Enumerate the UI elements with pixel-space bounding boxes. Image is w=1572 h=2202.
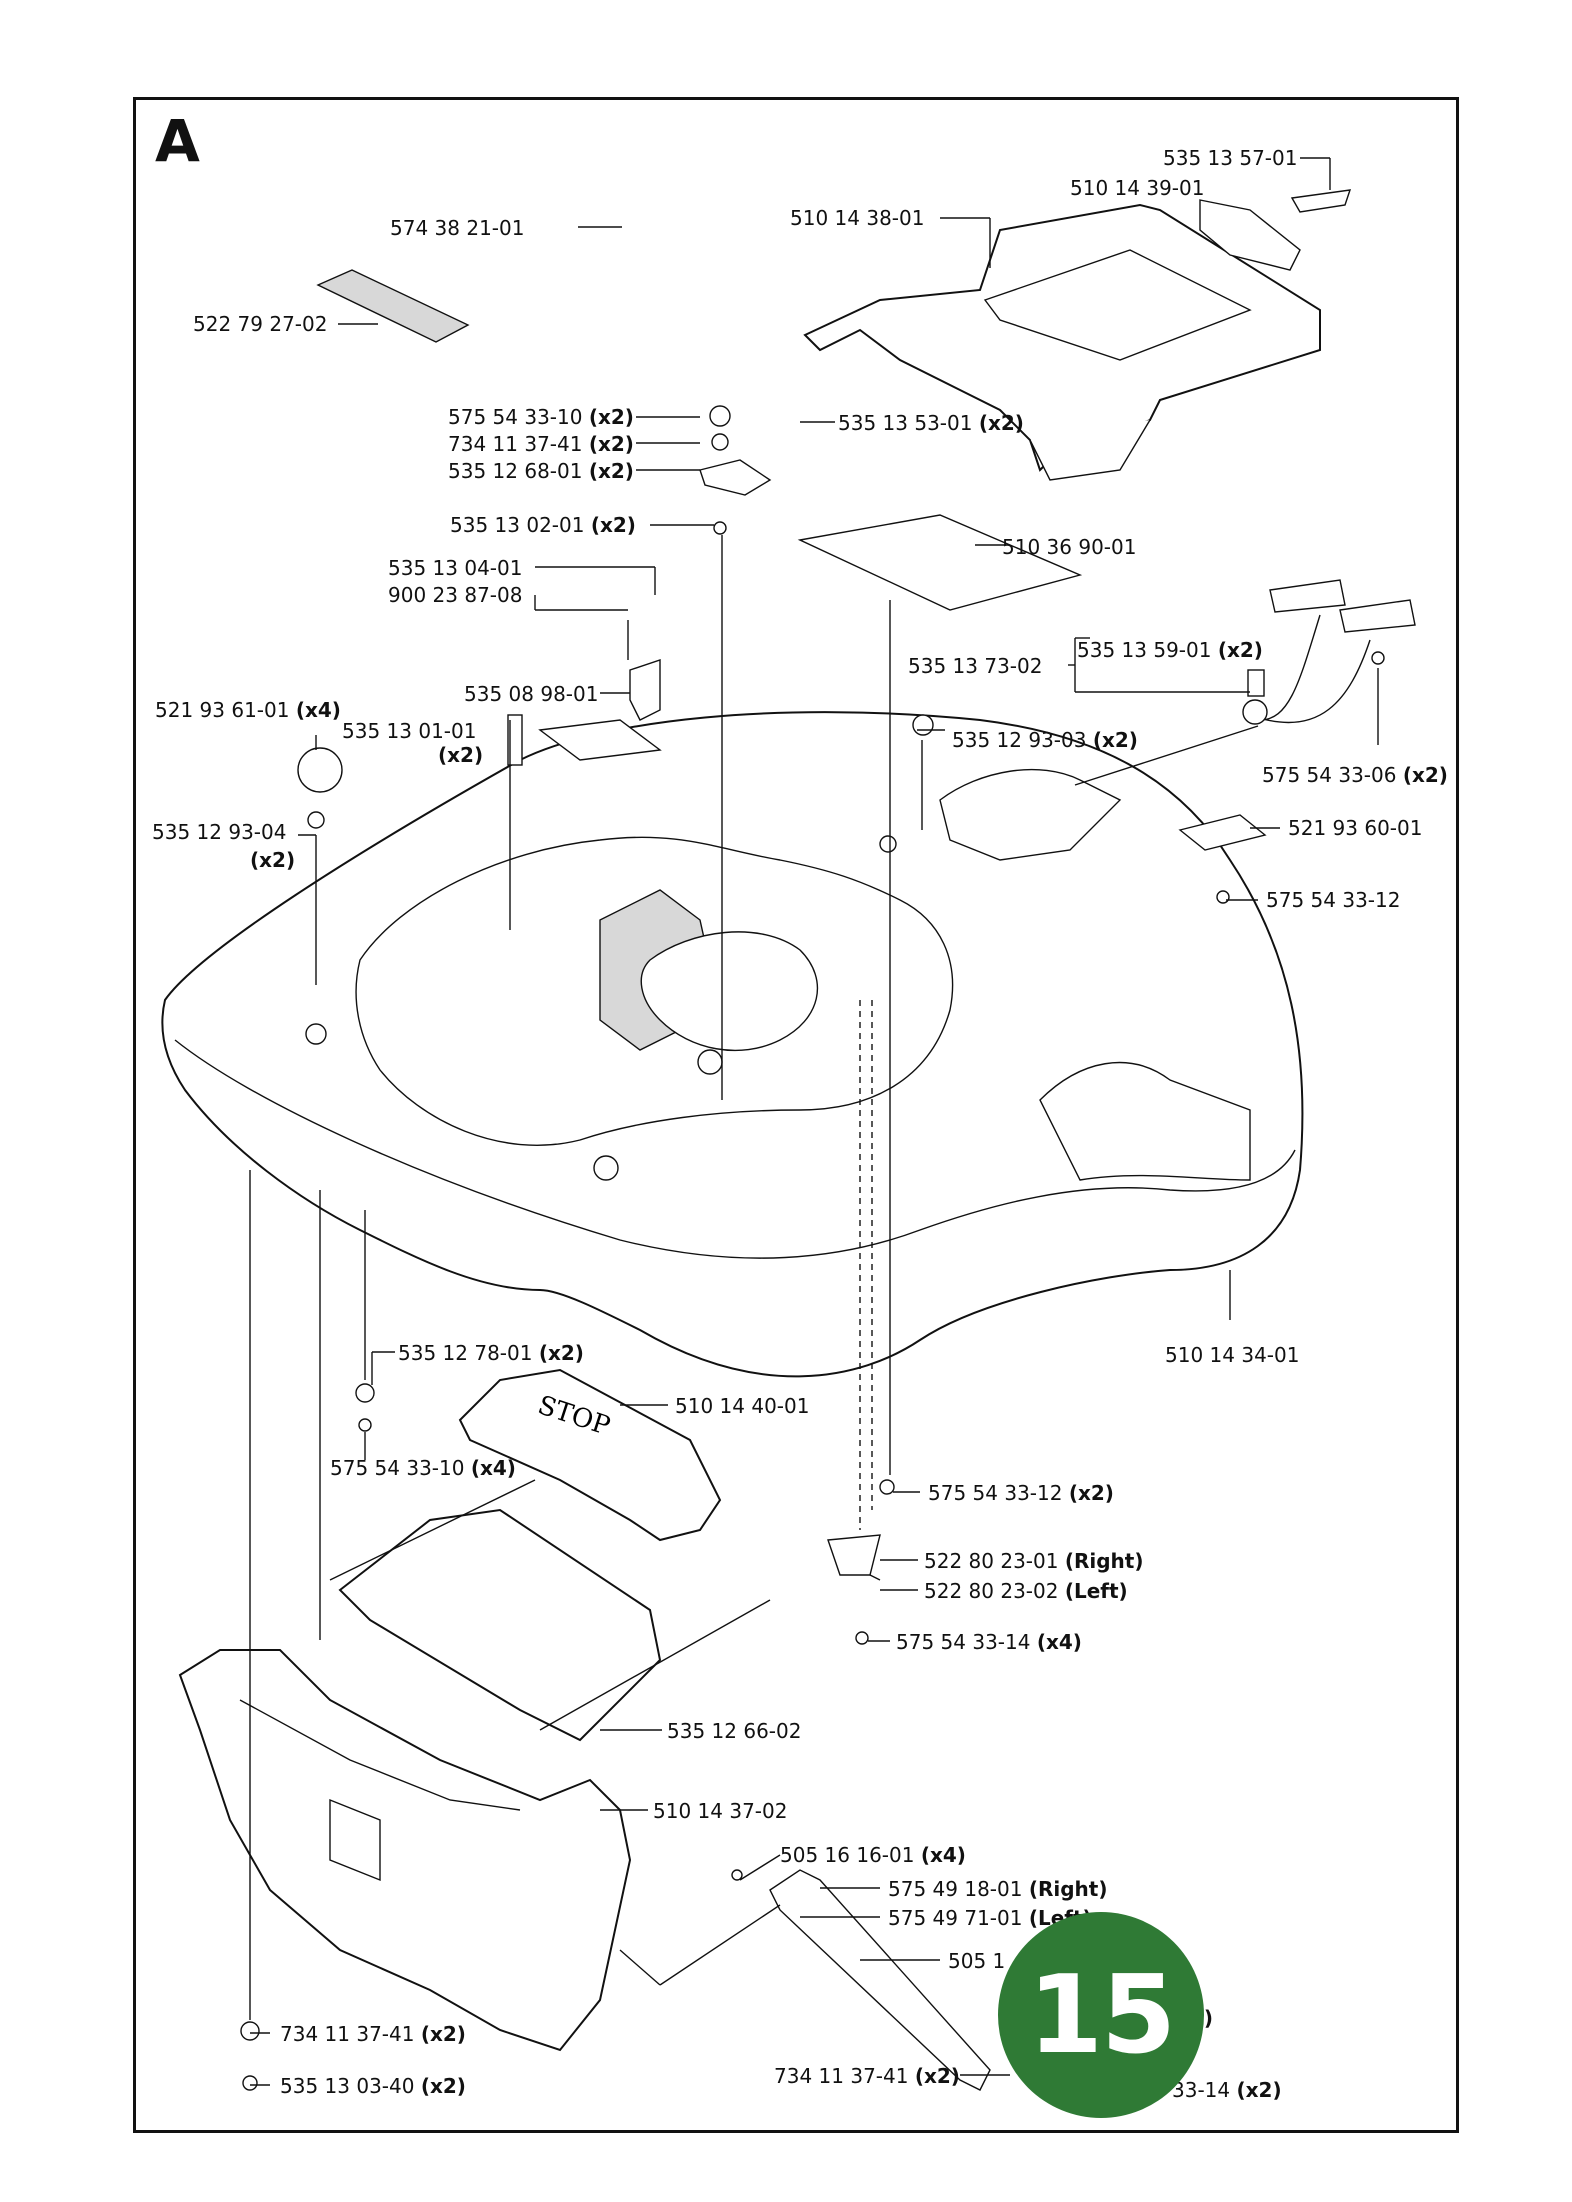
part-label: 510 14 39-01 xyxy=(1070,176,1205,200)
page-number-badge: 15 xyxy=(998,1912,1204,2118)
section-letter: A xyxy=(155,107,200,175)
part-label: 535 12 78-01 (x2) xyxy=(398,1341,584,1365)
hardware xyxy=(240,405,1385,2091)
charging-contact xyxy=(769,1869,991,2091)
part-label: 900 23 87-08 xyxy=(388,583,523,607)
top-cover xyxy=(803,189,1352,481)
part-label: 535 12 93-03 (x2) xyxy=(952,728,1138,752)
part-label: 574 38 21-01 xyxy=(390,216,525,240)
part-label: 535 13 53-01 (x2) xyxy=(838,411,1024,435)
part-label: 734 11 37-41 (x2) xyxy=(774,2064,960,2088)
part-label: 535 13 57-01 xyxy=(1163,146,1298,170)
part-label: 535 12 93-04 xyxy=(152,820,287,844)
part-label: 535 13 03-40 (x2) xyxy=(280,2074,466,2098)
part-label: 575 54 33-10 (x4) xyxy=(330,1456,516,1480)
body-shell xyxy=(161,711,1304,1378)
part-label: 575 54 33-10 (x2) xyxy=(448,405,634,429)
part-label: 535 12 66-02 xyxy=(667,1719,802,1743)
rail-right xyxy=(539,1599,771,1731)
part-label: 510 14 38-01 xyxy=(790,206,925,230)
part-label: 505 16 16-01 (x4) xyxy=(780,1843,966,1867)
part-label: 535 13 01-01 xyxy=(342,719,477,743)
part-label: 734 11 37-41 (x2) xyxy=(280,2022,466,2046)
part-label: 575 54 33-14 (x4) xyxy=(896,1630,1082,1654)
part-label: 535 13 73-02 xyxy=(908,654,1043,678)
hatch-panel xyxy=(797,514,1083,611)
part-label: 734 11 37-41 (x2) xyxy=(448,432,634,456)
part-label: 535 13 59-01 (x2) xyxy=(1077,638,1263,662)
part-label: 535 13 02-01 (x2) xyxy=(450,513,636,537)
part-label: 575 54 33-12 xyxy=(1266,888,1401,912)
part-label: 535 08 98-01 xyxy=(464,682,599,706)
warning-decal xyxy=(316,269,470,343)
part-label: 505 1 xyxy=(948,1949,1006,1973)
page-number: 15 xyxy=(1027,1952,1176,2078)
part-label: 33-14 (x2) xyxy=(1172,2078,1282,2102)
part-label: 510 14 40-01 xyxy=(675,1394,810,1418)
part-label: 521 93 61-01 (x4) xyxy=(155,698,341,722)
stop-cover: STOP xyxy=(458,1368,722,1542)
part-label: 575 54 33-06 (x2) xyxy=(1262,763,1448,787)
sensor-cable xyxy=(1242,579,1416,725)
part-label: 522 79 27-02 xyxy=(193,312,328,336)
part-label: 575 49 18-01 (Right) xyxy=(888,1877,1108,1901)
part-label: 510 36 90-01 xyxy=(1002,535,1137,559)
part-label: (x2) xyxy=(250,848,296,872)
rail-left xyxy=(329,1479,536,1581)
part-label: 535 12 68-01 (x2) xyxy=(448,459,634,483)
front-bumper xyxy=(178,1649,632,2052)
part-label: 510 14 37-02 xyxy=(653,1799,788,1823)
part-label: 522 80 23-01 (Right) xyxy=(924,1549,1144,1573)
part-label: 535 13 04-01 xyxy=(388,556,523,580)
diagram-frame xyxy=(133,97,1459,2133)
part-label: 510 14 34-01 xyxy=(1165,1343,1300,1367)
leader-lines xyxy=(249,157,1379,2086)
part-label: 521 93 60-01 xyxy=(1288,816,1423,840)
part-label: 575 54 33-12 (x2) xyxy=(928,1481,1114,1505)
part-label: 522 80 23-02 (Left) xyxy=(924,1579,1128,1603)
hatch-cover-plate xyxy=(338,1508,662,1742)
part-label: (x2) xyxy=(438,743,484,767)
